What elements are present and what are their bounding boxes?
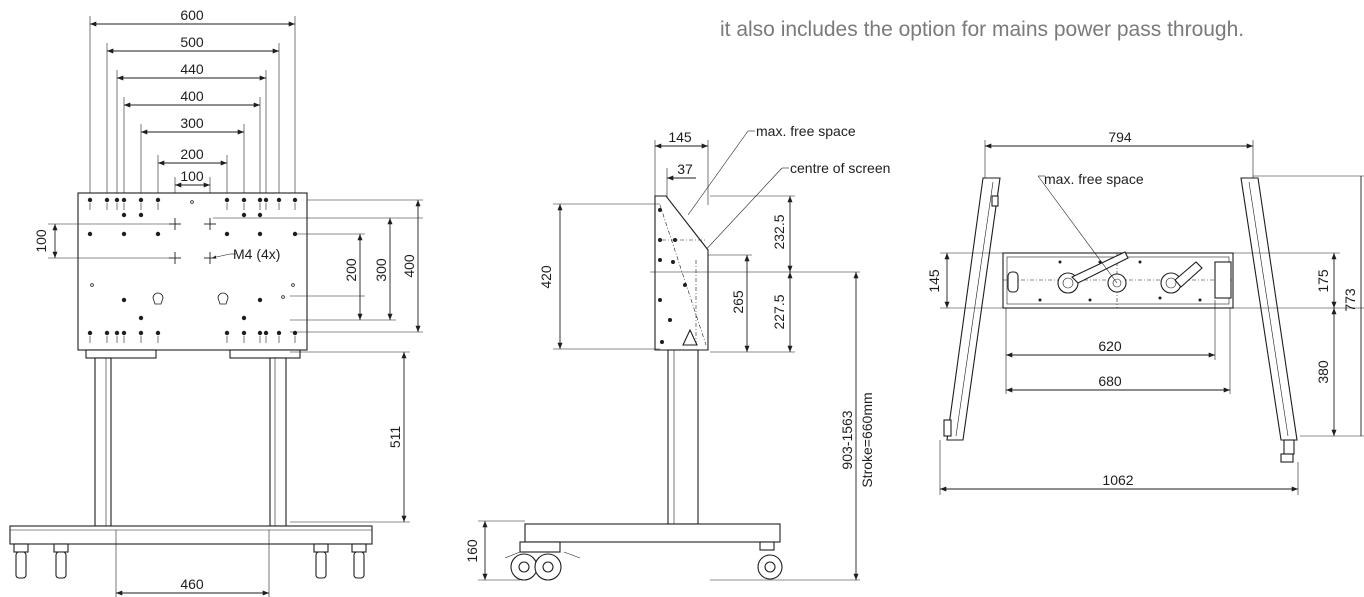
dim-right-300: 300 [373, 258, 389, 282]
dim-side-232-5: 232.5 [771, 214, 787, 249]
dim-top-620: 620 [1098, 338, 1122, 354]
side-head [654, 195, 709, 351]
dim-side-height-range: 903-1563 [839, 410, 855, 469]
right-column [269, 357, 287, 527]
note-max-free-space: max. free space [756, 123, 856, 139]
dim-left-100: 100 [33, 229, 49, 253]
dim-side-145: 145 [668, 129, 692, 145]
dim-right-400: 400 [401, 254, 417, 278]
note-centre-of-screen: centre of screen [790, 160, 890, 176]
left-column [94, 357, 112, 527]
dim-width-300: 300 [180, 115, 204, 131]
dim-side-420: 420 [538, 265, 554, 289]
dim-width-400: 400 [180, 88, 204, 104]
dim-side-265: 265 [730, 290, 746, 314]
dim-top-773: 773 [1342, 288, 1358, 312]
top-view: 794 max. free space 145 [926, 129, 1364, 495]
dim-side-160: 160 [464, 539, 480, 563]
caption-text: it also includes the option for mains po… [720, 18, 1245, 41]
dim-base-460: 460 [180, 576, 204, 592]
dim-width-600: 600 [180, 7, 204, 23]
side-column [667, 349, 699, 525]
front-width-dimensions: 600 500 440 400 300 200 100 [89, 7, 296, 255]
side-base [524, 523, 781, 543]
note-top-max-free-space: max. free space [1044, 171, 1144, 187]
dim-side-227-5: 227.5 [771, 294, 787, 329]
dim-top-380: 380 [1315, 360, 1331, 384]
mounting-plate [77, 192, 308, 351]
dim-top-175: 175 [1315, 269, 1331, 293]
right-leg [1240, 177, 1298, 441]
dim-top-680: 680 [1098, 373, 1122, 389]
dim-top-145: 145 [926, 269, 942, 293]
left-leg [946, 177, 1001, 441]
dim-side-stroke: Stroke=660mm [859, 392, 875, 487]
dim-column-511: 511 [387, 426, 403, 449]
dim-width-500: 500 [180, 34, 204, 50]
front-view: 600 500 440 400 300 200 100 [9, 7, 423, 597]
dim-top-794: 794 [1108, 129, 1132, 145]
dim-width-440: 440 [180, 61, 204, 77]
dim-width-100: 100 [180, 168, 204, 184]
front-base [9, 525, 373, 545]
callout-m4: M4 (4x) [233, 246, 280, 262]
mounting-holes [87, 197, 298, 343]
dim-right-200: 200 [343, 258, 359, 282]
side-view: 145 37 max. free space centre of screen … [464, 123, 890, 581]
dim-width-200: 200 [180, 146, 204, 162]
dim-side-37: 37 [677, 161, 693, 177]
front-casters [13, 543, 367, 579]
dim-top-1062: 1062 [1102, 472, 1133, 488]
